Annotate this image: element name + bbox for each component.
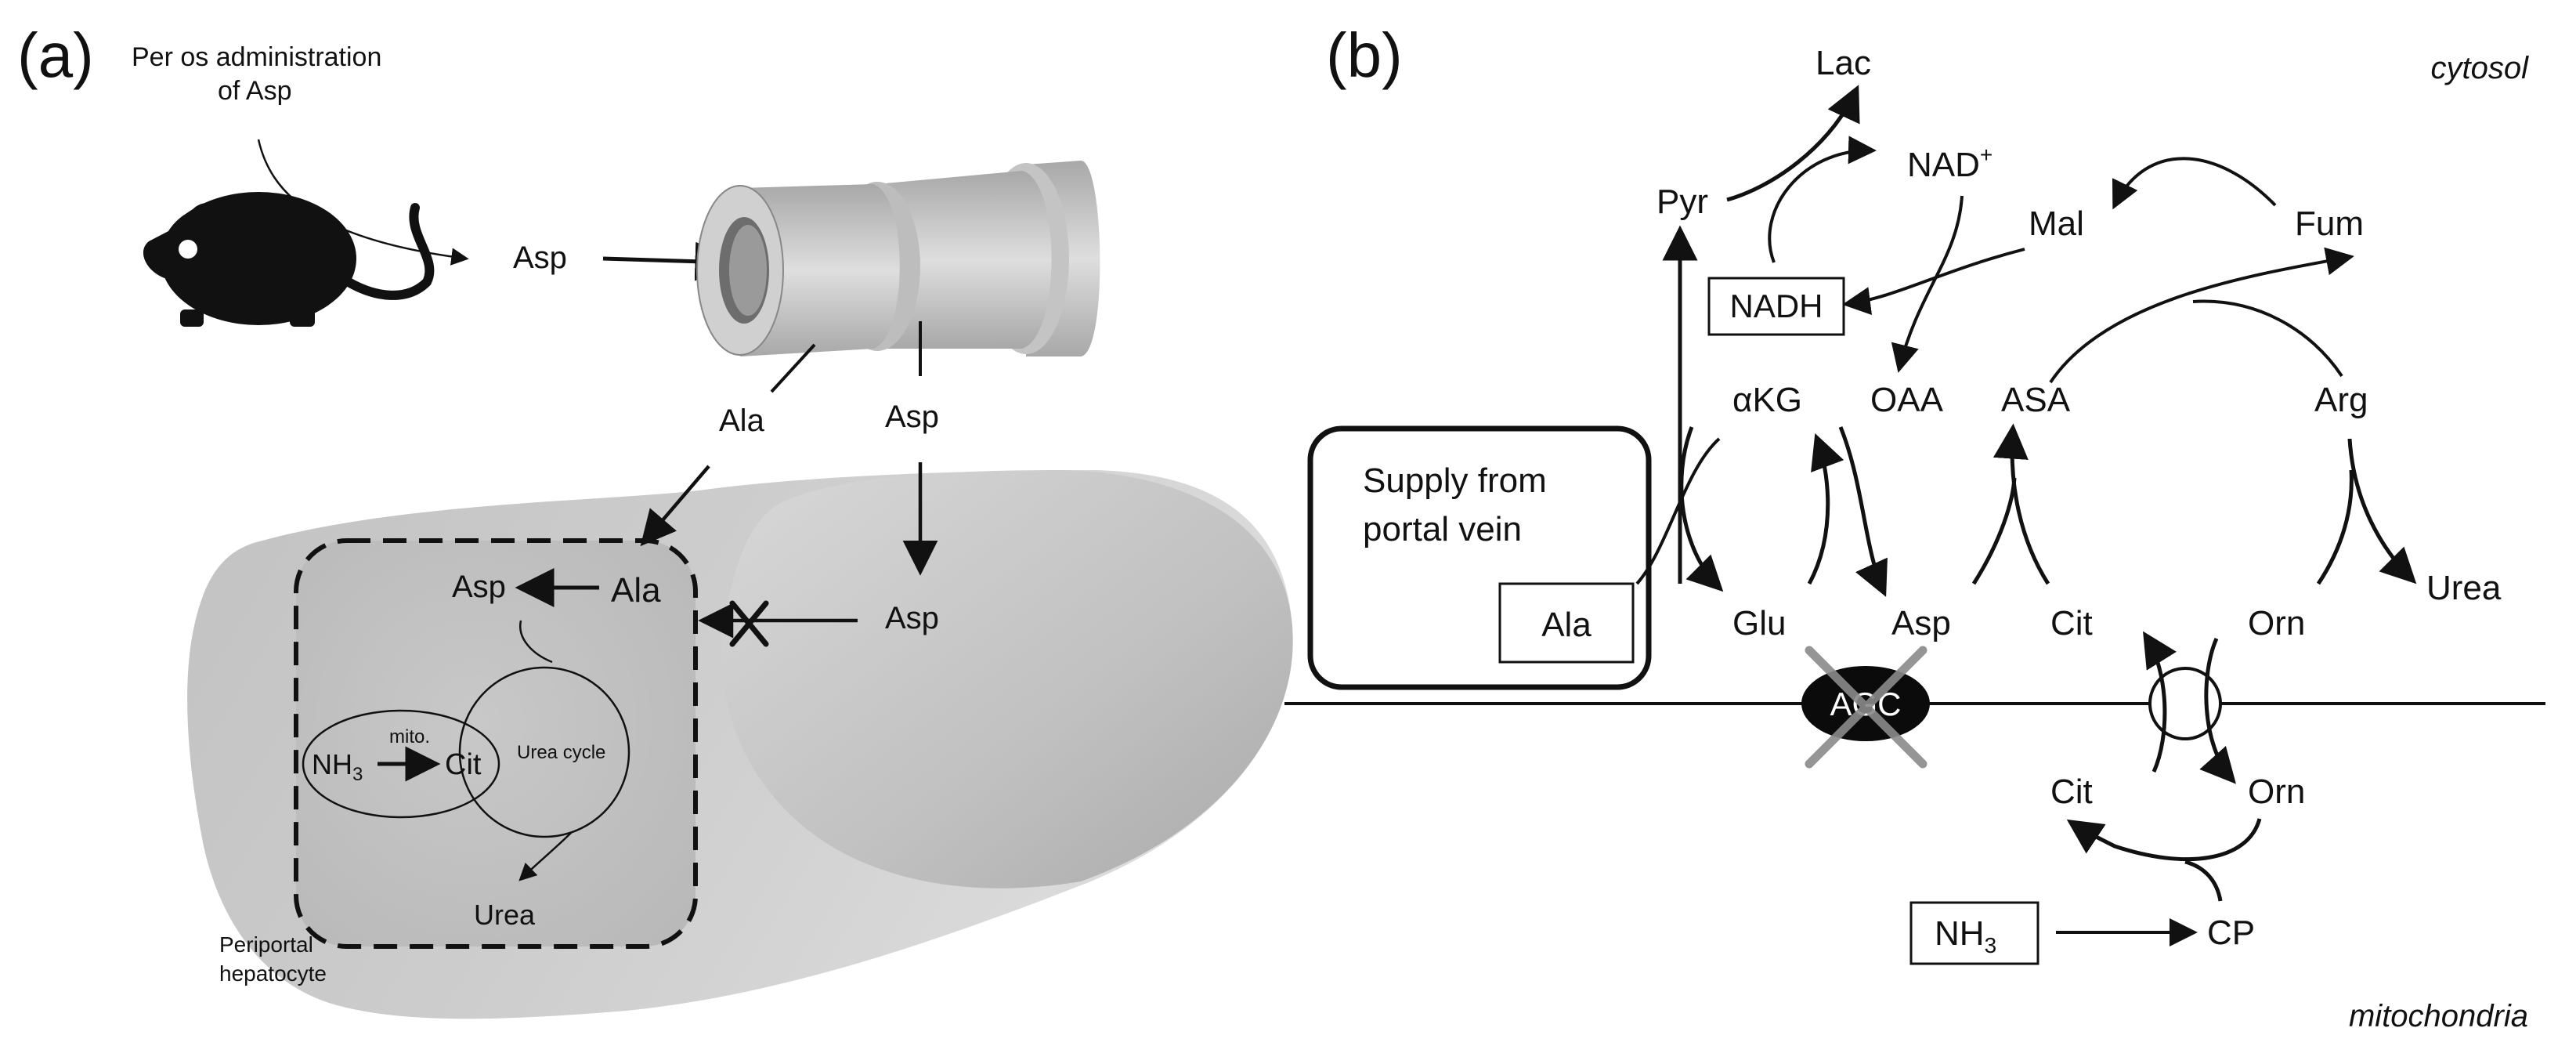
ala-to-liver-arrow [640, 465, 710, 547]
nh3-box [1909, 901, 2039, 965]
arg-to-urea-arrow [2347, 438, 2417, 584]
urea-label: Urea [2426, 569, 2502, 607]
orn-cp-to-cit-arrow [2066, 818, 2262, 862]
panel-b: (b) cytosol mitochondria Lac NAD+ Pyr Ma… [1284, 20, 2545, 1033]
admin-arrow [257, 139, 469, 266]
nadh-label: NADH [1729, 288, 1823, 324]
pyr-label: Pyr [1657, 183, 1708, 221]
agc-blocked-cross-icon [1805, 646, 1927, 769]
asa-to-arg-arc [2192, 299, 2343, 378]
orn-mito-label: Orn [2248, 773, 2305, 811]
ala-label: Ala [1541, 606, 1591, 644]
orn-import-arrow [2199, 637, 2236, 784]
mitochondrion-ellipse [302, 709, 500, 819]
intestine-to-ala-line [770, 343, 816, 393]
intestine-icon [696, 161, 1100, 356]
arg-label: Arg [2314, 381, 2368, 419]
nad-label: NAD+ [1907, 143, 1993, 184]
ala-box [1498, 582, 1635, 664]
ornithine-citrulline-transporter [2148, 667, 2222, 740]
cit-export-arrow [2143, 631, 2177, 773]
panel-a: (a) Per os administration of Asp Asp [17, 20, 1293, 1019]
cp-into-cycle-line [2184, 860, 2223, 902]
supply-label-line2: portal vein [1363, 510, 1522, 548]
fum-label: Fum [2295, 204, 2364, 243]
supply-label-line1: Supply from [1363, 461, 1547, 500]
urea-cycle-label: Urea cycle [517, 742, 605, 763]
cit-mito-label: Cit [2050, 773, 2093, 811]
cit-to-asa-arrow [1993, 423, 2050, 585]
oaa-to-asp-arrow [1838, 426, 1888, 597]
oaa-label: OAA [1870, 381, 1944, 419]
arg-to-orn-line [2316, 469, 2354, 585]
glu-label: Glu [1732, 604, 1786, 642]
pyr-to-lac-arrow [1726, 85, 1860, 202]
asa-to-fum-arrow [2049, 247, 2354, 384]
asa-label: ASA [2001, 381, 2071, 419]
cp-label: CP [2207, 914, 2255, 952]
urea-cell-label: Urea [474, 899, 536, 931]
ala-akg-transamination [1635, 437, 1721, 585]
cycle-to-urea-arrow [518, 831, 573, 881]
ala-cell-label: Ala [611, 571, 661, 610]
block-cross-icon [729, 600, 769, 647]
mito-label: mito. [389, 726, 430, 747]
ala-intestine-label: Ala [719, 404, 765, 438]
asp-label: Asp [1891, 604, 1951, 642]
nadh-to-nad-arrow [1768, 136, 1877, 263]
lac-label: Lac [1815, 44, 1871, 82]
mal-to-nadh-arrow [1842, 248, 2025, 315]
periportal-hepatocyte-box [294, 538, 698, 949]
panel-b-label: (b) [1326, 20, 1403, 90]
cit-cytosol-label: Cit [2050, 604, 2093, 642]
mal-label: Mal [2029, 204, 2084, 243]
liver-lobe [721, 470, 1293, 888]
asp-cell-label: Asp [452, 570, 506, 604]
cit-cell-label: Cit [445, 748, 482, 781]
nh3-label: NH3 [1935, 914, 1996, 957]
nh3-cell-label: NH3 [312, 748, 363, 785]
nad-to-oaa-arrow [1891, 195, 1964, 373]
asp-liver-label: Asp [885, 601, 939, 635]
periportal-label-line1: Periportal [219, 932, 313, 957]
urea-cycle-circle [458, 666, 630, 838]
nadh-box [1707, 277, 1845, 336]
admin-label-line2: of Asp [218, 76, 292, 106]
glu-to-akg-arrow [1807, 432, 1844, 585]
admin-label-line1: Per os administration [132, 42, 381, 72]
asp-to-asa-line [1971, 477, 2017, 585]
periportal-label-line2: hepatocyte [219, 961, 327, 986]
asp-intestine-label: Asp [885, 400, 939, 434]
fum-to-mal-arrow [2112, 157, 2277, 210]
akg-to-glu-arrow [1679, 426, 1724, 592]
panel-a-label: (a) [17, 20, 94, 90]
cytosol-label: cytosol [2431, 51, 2530, 85]
orn-cytosol-label: Orn [2248, 604, 2305, 642]
mitochondria-label: mitochondria [2349, 999, 2528, 1033]
mouse-icon [143, 192, 435, 327]
akg-label: αKG [1732, 381, 1802, 419]
asp-admin-label: Asp [513, 241, 567, 275]
asp-into-cycle-line [518, 620, 553, 664]
